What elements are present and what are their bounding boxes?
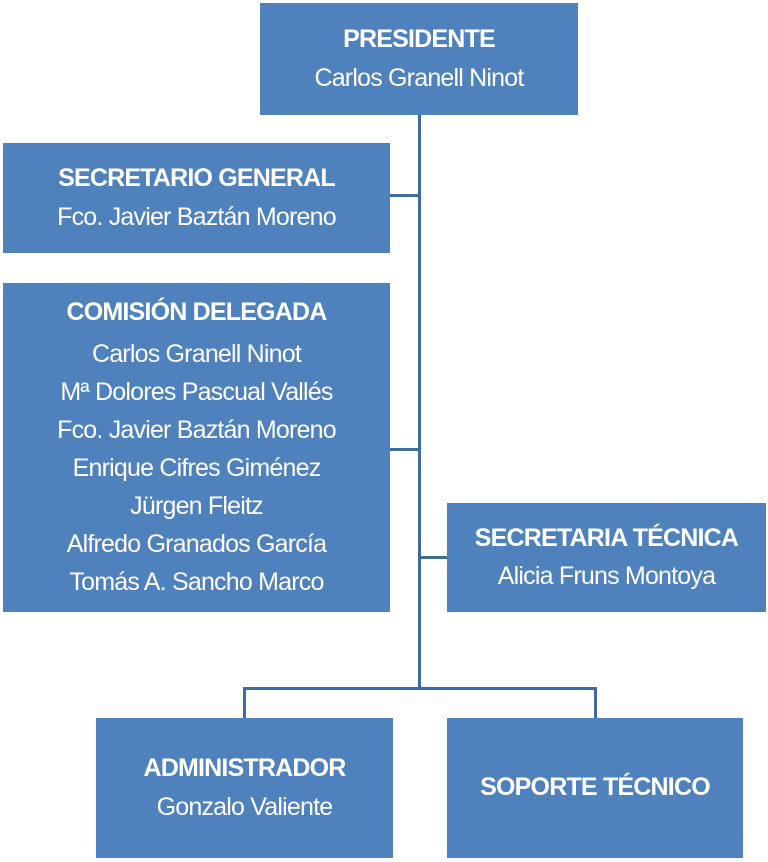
comision-member: Tomás A. Sancho Marco xyxy=(69,568,324,597)
secretario-general-box: SECRETARIO GENERAL Fco. Javier Baztán Mo… xyxy=(3,143,390,253)
connector-secretaria-tecnica xyxy=(419,556,447,559)
secretario-general-title: SECRETARIO GENERAL xyxy=(58,164,336,193)
administrador-box: ADMINISTRADOR Gonzalo Valiente xyxy=(96,718,393,858)
connector-soporte-tecnico xyxy=(594,687,597,718)
administrador-title: ADMINISTRADOR xyxy=(143,754,346,783)
comision-member: Mª Dolores Pascual Vallés xyxy=(60,378,333,407)
comision-member: Fco. Javier Baztán Moreno xyxy=(57,416,337,445)
secretaria-tecnica-member: Alicia Fruns Montoya xyxy=(497,562,716,591)
connector-bottom-bar xyxy=(243,687,597,690)
presidente-title: PRESIDENTE xyxy=(343,25,496,54)
secretario-general-member: Fco. Javier Baztán Moreno xyxy=(57,202,337,231)
connector-trunk xyxy=(418,115,421,690)
connector-secretario-general xyxy=(390,194,420,197)
secretaria-tecnica-title: SECRETARIA TÉCNICA xyxy=(474,523,739,552)
secretaria-tecnica-box: SECRETARIA TÉCNICA Alicia Fruns Montoya xyxy=(447,503,766,612)
comision-delegada-box: COMISIÓN DELEGADA Carlos Granell Ninot M… xyxy=(3,283,390,612)
comision-member: Alfredo Granados García xyxy=(66,530,327,559)
administrador-member: Gonzalo Valiente xyxy=(156,792,334,821)
presidente-box: PRESIDENTE Carlos Granell Ninot xyxy=(260,3,578,115)
comision-member: Enrique Cifres Giménez xyxy=(72,454,322,483)
presidente-member: Carlos Granell Ninot xyxy=(314,63,524,92)
connector-administrador xyxy=(243,687,246,718)
soporte-tecnico-box: SOPORTE TÉCNICO xyxy=(447,718,743,858)
connector-comision-delegada xyxy=(390,448,420,451)
comision-delegada-title: COMISIÓN DELEGADA xyxy=(66,297,327,326)
soporte-tecnico-title: SOPORTE TÉCNICO xyxy=(480,773,710,802)
comision-member: Carlos Granell Ninot xyxy=(91,340,302,369)
comision-member: Jürgen Fleitz xyxy=(130,492,264,521)
